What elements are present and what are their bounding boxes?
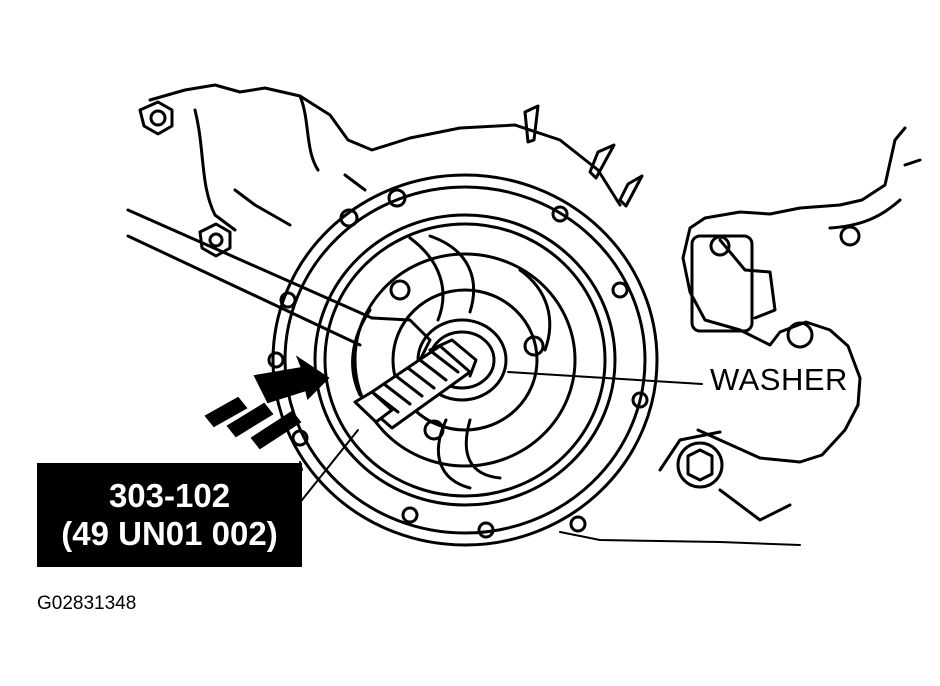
tool-part-number: 303-102 xyxy=(108,477,231,515)
washer-leader-line xyxy=(507,371,703,385)
crankshaft-pulley xyxy=(267,173,659,547)
tool-leader-line xyxy=(301,429,359,501)
figure-id: G02831348 xyxy=(37,593,137,614)
force-arrows xyxy=(204,355,330,450)
bolt-head-left xyxy=(198,222,232,258)
bracket-bolt xyxy=(709,235,731,257)
bolt-head-top-left xyxy=(138,100,174,136)
bolt-head-lower-right xyxy=(676,441,724,489)
timing-marks xyxy=(523,104,644,208)
holding-tool-handle xyxy=(126,208,374,320)
bracket-plate xyxy=(690,234,754,333)
puller-bolt xyxy=(353,338,478,430)
engine-block-outline xyxy=(148,83,622,207)
tool-number-box: 303-102 (49 UN01 002) xyxy=(37,463,302,567)
tool-alt-part-number: (49 UN01 002) xyxy=(61,515,278,552)
washer-label: WASHER xyxy=(710,362,848,397)
right-engine-casting xyxy=(681,126,907,464)
